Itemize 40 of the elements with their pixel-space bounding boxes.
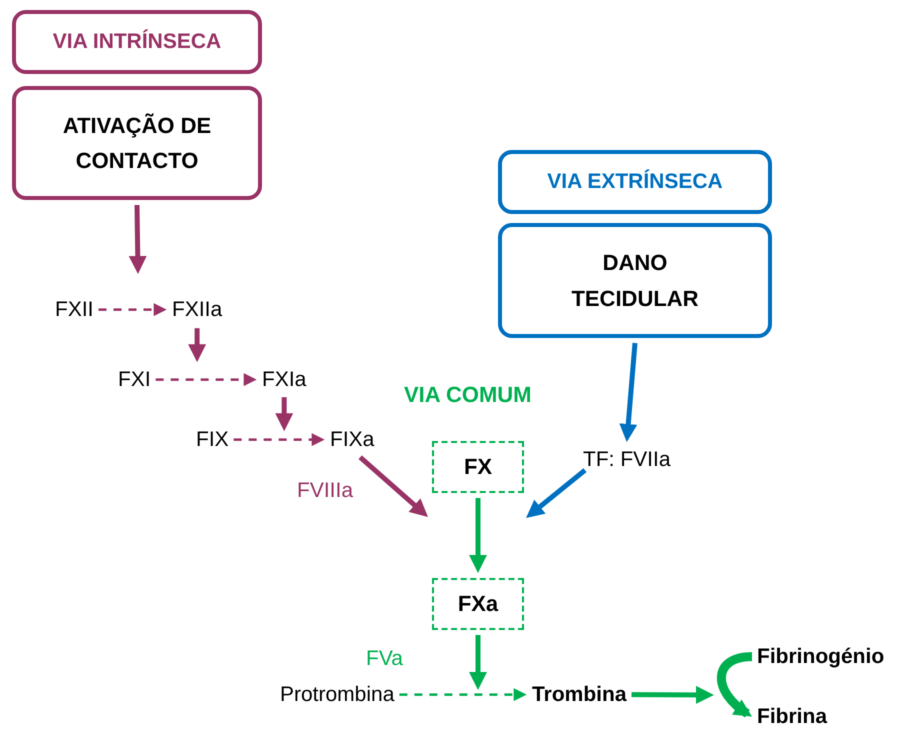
- factor-label: FXa: [458, 591, 498, 617]
- arrow: [526, 468, 587, 518]
- factor-label: FXIa: [262, 367, 306, 392]
- process-box: [12, 86, 262, 200]
- dashed-arrow: [98, 303, 167, 316]
- box-text: DANO TECIDULAR: [570, 249, 700, 312]
- arrow: [275, 397, 294, 432]
- curved-arrow: [717, 652, 752, 718]
- factor-box: [432, 441, 524, 493]
- process-box: [498, 223, 772, 338]
- arrow: [128, 204, 147, 274]
- factor-label: Fibrina: [757, 704, 828, 730]
- factor-label: FXIIa: [172, 297, 222, 322]
- dashed-arrow: [156, 373, 257, 386]
- arrow: [469, 498, 487, 573]
- arrow: [632, 686, 714, 704]
- factor-label: FXI: [118, 367, 151, 392]
- arrow: [619, 342, 638, 442]
- factor-label: FIX: [196, 427, 229, 452]
- arrow: [469, 635, 487, 690]
- factor-label: Protrombina: [280, 682, 394, 708]
- arrow: [188, 328, 206, 362]
- arrow: [358, 455, 428, 517]
- factor-label: FXII: [55, 297, 94, 322]
- section-title: VIA COMUM: [404, 382, 532, 408]
- factor-box: [432, 578, 524, 630]
- cofactor-label: FVa: [366, 646, 403, 672]
- pathway-box: [12, 10, 262, 74]
- dashed-arrow: [399, 688, 527, 702]
- cofactor-label: FVIIIa: [297, 478, 354, 504]
- factor-label: TF: FVIIa: [583, 447, 671, 472]
- pathway-title: VIA EXTRÍNSECA: [547, 168, 723, 196]
- pathway-box: [498, 150, 772, 214]
- factor-label: FX: [464, 454, 492, 480]
- factor-label: Trombina: [532, 682, 627, 708]
- factor-label: FIXa: [330, 427, 374, 452]
- pathway-title: VIA INTRÍNSECA: [52, 28, 222, 56]
- dashed-arrow: [234, 433, 325, 446]
- factor-label: Fibrinogénio: [757, 644, 884, 670]
- box-text: ATIVAÇÃO DE CONTACTO: [62, 112, 212, 175]
